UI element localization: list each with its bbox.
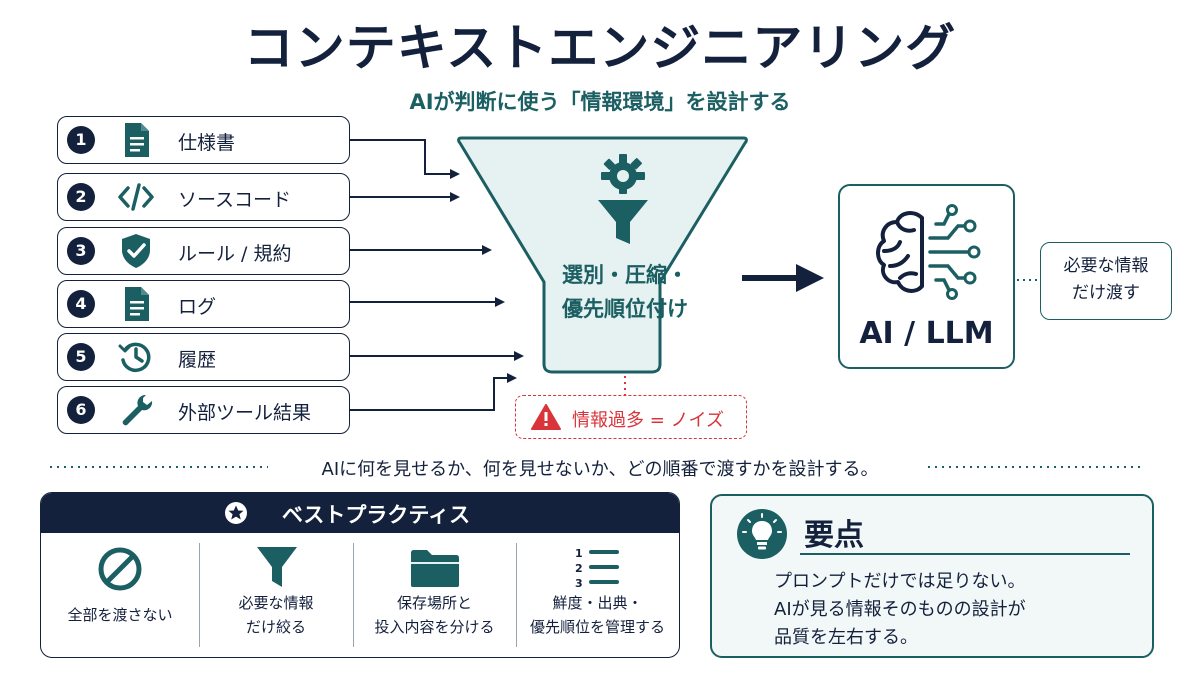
shield-check-icon [122,234,150,268]
number-badge: 1 [67,126,95,154]
input-item-history: 5 履歴 [57,333,350,381]
best-practice-item: 保存場所と 投入内容を分ける [353,533,516,657]
best-practices-title: ベストプラクティス [281,503,471,527]
page-subtitle: AIが判断に使う「情報環境」を設計する [409,90,791,114]
key-points-title: 要点 [804,518,864,553]
brain-circuit-icon [876,204,981,300]
key-points-panel: 要点 プロンプトだけでは足りない。 AIが見る情報そのものの設計が 品質を左右す… [710,494,1154,658]
document-icon [125,287,149,321]
svg-text:3: 3 [575,577,583,590]
input-arrow-6 [350,373,517,411]
noise-label: 情報過多 = ノイズ [572,410,724,431]
key-point-line: AIが見る情報そのものの設計が [774,599,1026,620]
star-circle-icon [225,502,247,524]
input-item-source-code: 2 ソースコード [57,173,350,221]
svg-text:1: 1 [575,547,583,560]
best-practice-item: 1 2 3 鮮度・出典・ 優先順位を管理する [516,533,679,657]
lightbulb-icon [737,509,787,559]
ai-llm-box: AI / LLM [838,184,1015,369]
best-practice-label: 全部を渡さない [67,606,173,624]
input-label: ルール / 規約 [178,243,292,265]
code-icon [118,183,154,211]
title-underline [800,553,1130,555]
column-divider [199,543,200,647]
input-label: 履歴 [178,349,217,371]
funnel-icon [257,547,297,587]
key-point-line: 品質を左右する。 [774,627,918,648]
note-box: 必要な情報 だけ渡す [1040,242,1172,320]
input-label: 外部ツール結果 [178,402,312,424]
svg-text:2: 2 [575,562,583,575]
input-arrow-1 [350,139,460,179]
document-icon [125,123,149,157]
number-badge: 2 [67,183,95,211]
input-label: 仕様書 [178,132,236,154]
warning-icon [531,404,561,430]
numbered-list-icon: 1 2 3 [575,547,619,590]
input-label: ログ [178,296,217,318]
best-practice-label: 必要な情報 [238,594,314,612]
key-points-body: プロンプトだけでは足りない。 AIが見る情報そのものの設計が 品質を左右する。 [774,568,1026,652]
history-icon [118,342,151,373]
prohibited-icon [98,547,142,591]
page-title: コンテキストエンジニアリング [243,19,957,77]
number-badge: 4 [67,290,95,318]
best-practice-label: 鮮度・出典・ [552,594,643,612]
funnel-label-line2: 優先順位付け [562,297,688,321]
funnel-label-line1: 選別・圧縮・ [562,263,688,287]
number-badge: 5 [67,343,95,371]
number-badge: 3 [67,237,95,265]
input-label: ソースコード [178,189,292,211]
best-practice-item: 必要な情報 だけ絞る [199,533,353,657]
column-divider [516,543,517,647]
input-item-external-tools: 6 外部ツール結果 [57,386,350,434]
filter-funnel [457,136,748,374]
best-practices-header: ベストプラクティス [41,493,679,533]
input-item-rules: 3 ルール / 規約 [57,227,350,275]
folder-icon [411,550,459,587]
input-item-log: 4 ログ [57,280,350,328]
ai-llm-label: AI / LLM [859,316,994,351]
best-practices-panel: ベストプラクティス 全部を渡さない 必要な情報 だけ絞る 保存場所と 投入内容を… [40,492,680,658]
divider-caption: AIに何を見せるか、何を見せないか、どの順番で渡すかを設計する。 [321,459,879,480]
best-practice-label: 優先順位を管理する [529,618,665,636]
best-practice-label: だけ絞る [245,618,306,636]
key-point-line: プロンプトだけでは足りない。 [774,571,1026,592]
number-badge: 6 [67,396,95,424]
best-practice-item: 全部を渡さない [41,533,199,657]
gear-funnel-icon [598,154,648,244]
column-divider [353,543,354,647]
input-item-spec: 1 仕様書 [57,116,350,164]
noise-alert: 情報過多 = ノイズ [515,395,747,439]
wrench-icon [122,394,153,426]
note-line1: 必要な情報 [1063,256,1149,276]
best-practice-label: 保存場所と [396,594,472,612]
best-practice-label: 投入内容を分ける [374,618,495,636]
note-line2: だけ渡す [1072,283,1140,303]
